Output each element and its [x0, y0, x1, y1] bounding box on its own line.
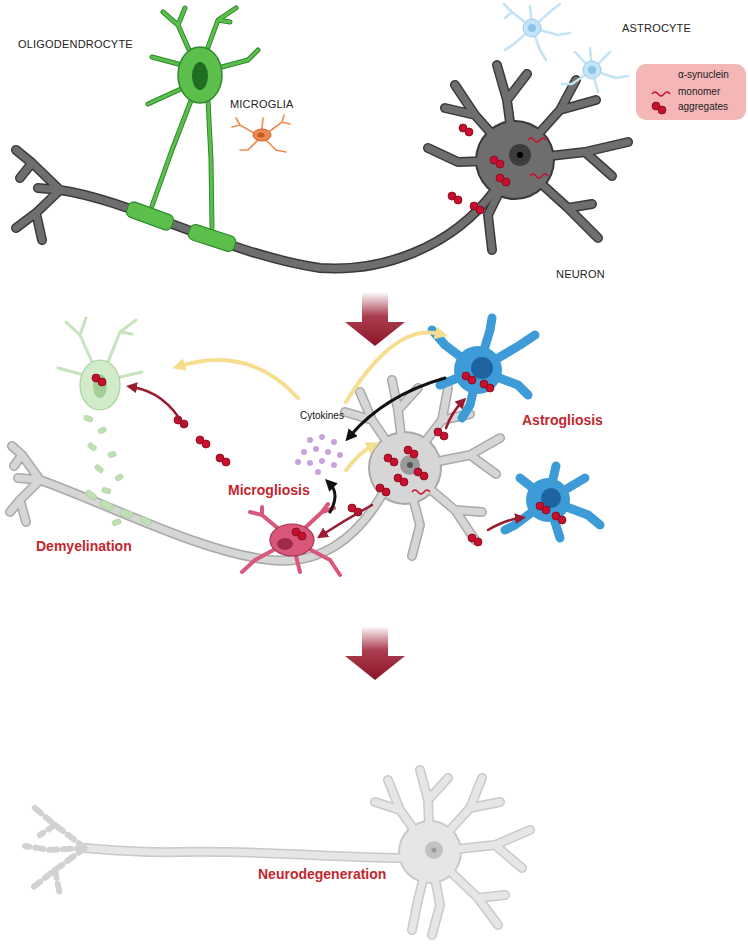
microglia-activated — [242, 504, 340, 575]
cytokine-arrows — [180, 332, 445, 512]
oligodendrocyte-cell — [125, 8, 258, 253]
legend-text: monomer — [678, 86, 720, 98]
degenerating-oligodendrocyte — [58, 318, 142, 494]
demyelinated-sheath-fragments — [84, 489, 152, 526]
legend-text: aggregates — [678, 101, 728, 113]
astrocyte-cells — [504, 4, 628, 92]
alpha-synuclein-middle — [92, 372, 566, 546]
microglia-cell — [232, 115, 290, 152]
stage-arrow — [345, 626, 405, 680]
legend-monomer-sample — [652, 92, 670, 96]
alpha-synuclein-top — [448, 124, 548, 214]
affected-neuron — [10, 380, 500, 561]
signal-label: Cytokines — [300, 410, 344, 422]
process-label: Demyelination — [36, 538, 132, 555]
process-label: Astrogliosis — [522, 412, 603, 429]
cell-label: NEURON — [556, 268, 605, 281]
legend-title: α-synuclein — [678, 69, 729, 81]
healthy-neuron — [16, 65, 628, 268]
process-label: Microgliosis — [228, 482, 310, 499]
spread-arrows — [132, 387, 520, 535]
legend-aggregates-sample — [652, 102, 666, 114]
degenerated-neuron — [25, 770, 530, 935]
cell-label: OLIGODENDROCYTE — [18, 38, 133, 51]
legend-box — [636, 64, 746, 120]
outcome-label: Neurodegeneration — [258, 866, 386, 883]
cell-label: ASTROCYTE — [622, 22, 691, 35]
cytokine-dots — [295, 434, 343, 475]
stage-arrow — [345, 292, 405, 346]
cell-label: MICROGLIA — [230, 98, 294, 111]
